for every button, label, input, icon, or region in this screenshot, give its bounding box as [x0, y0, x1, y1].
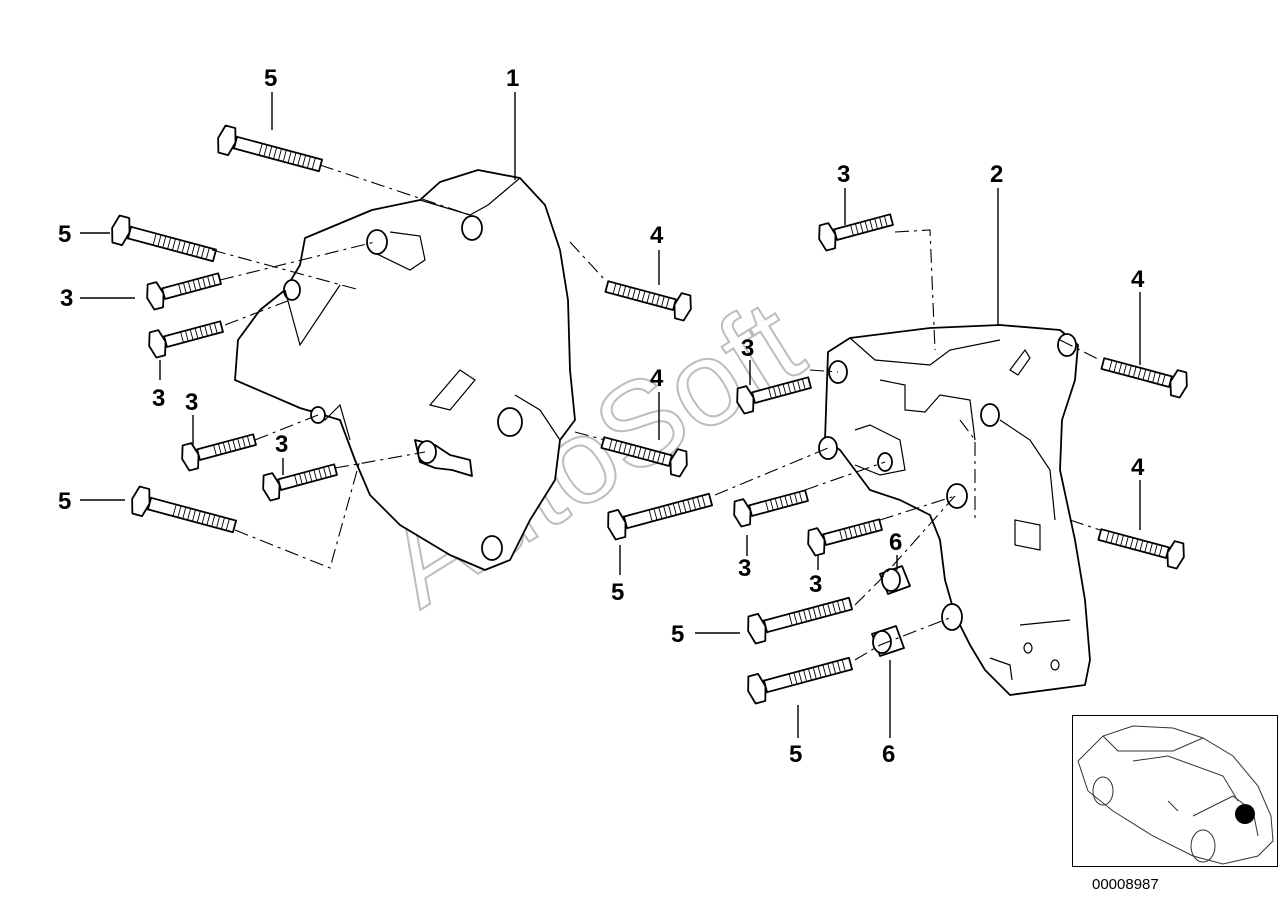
- callout-5-right-b: 5: [789, 741, 802, 768]
- callout-4-middle: 4: [650, 365, 664, 392]
- bolt-3-right-c: [803, 511, 885, 558]
- bolt-3-right-b: [729, 482, 811, 529]
- bolt-5-top: [213, 123, 326, 180]
- callout-5-lower-left: 5: [58, 488, 71, 515]
- callout-2: 2: [990, 161, 1003, 188]
- assembly-lines: [211, 164, 1101, 661]
- bracket-1: [234, 169, 576, 571]
- bolt-4-far-right-a: [1098, 350, 1192, 400]
- bolt-3-left-b: [144, 313, 226, 360]
- location-marker: [1235, 804, 1255, 824]
- callout-6-upper: 6: [889, 529, 902, 556]
- callout-3-right-b: 3: [738, 555, 751, 582]
- bolt-5-lower-left: [127, 484, 240, 541]
- callout-5-middle: 5: [611, 579, 624, 606]
- bolt-3-lower-b: [258, 456, 340, 503]
- callout-3-left-b: 3: [152, 385, 165, 412]
- bolt-5-right-a: [743, 589, 856, 646]
- callout-1: 1: [506, 65, 519, 92]
- vehicle-locator-thumbnail: [1072, 715, 1278, 867]
- bolt-4-far-right-b: [1095, 521, 1189, 571]
- callout-3-right-c: 3: [809, 571, 822, 598]
- bolt-5-right-b: [743, 649, 856, 706]
- callout-6-lower: 6: [882, 741, 895, 768]
- bolt-3-right-top: [814, 206, 896, 253]
- callout-5-right-a: 5: [671, 621, 684, 648]
- callout-4-far-right-a: 4: [1131, 266, 1145, 293]
- spacer-6-lower: [871, 625, 905, 657]
- reference-number: 00008987: [1092, 876, 1159, 893]
- car-outline-icon: [1077, 725, 1274, 865]
- leader-lines: [80, 92, 1141, 738]
- bracket-2: [818, 324, 1091, 696]
- bolt-3-lower-a: [177, 426, 259, 473]
- callout-3-lower-a: 3: [185, 389, 198, 416]
- callout-5-top: 5: [264, 65, 277, 92]
- bolt-3-left-a: [142, 265, 224, 312]
- callout-3-lower-b: 3: [275, 431, 288, 458]
- callout-3-left-a: 3: [60, 285, 73, 312]
- callout-4-far-right-b: 4: [1131, 454, 1145, 481]
- bolt-4-upper: [602, 273, 696, 323]
- callout-3-top-right: 3: [837, 161, 850, 188]
- callout-4-upper: 4: [650, 222, 664, 249]
- bolt-5-upper-left: [107, 213, 220, 270]
- spacer-6-upper: [879, 565, 911, 595]
- callout-labels: 1 2 3 3 3 3 3 3 3 3 4 4 4 4 5 5 5 5 5 6 …: [58, 65, 1145, 768]
- callout-5-upper-left: 5: [58, 221, 71, 248]
- callout-3-right-a: 3: [741, 335, 754, 362]
